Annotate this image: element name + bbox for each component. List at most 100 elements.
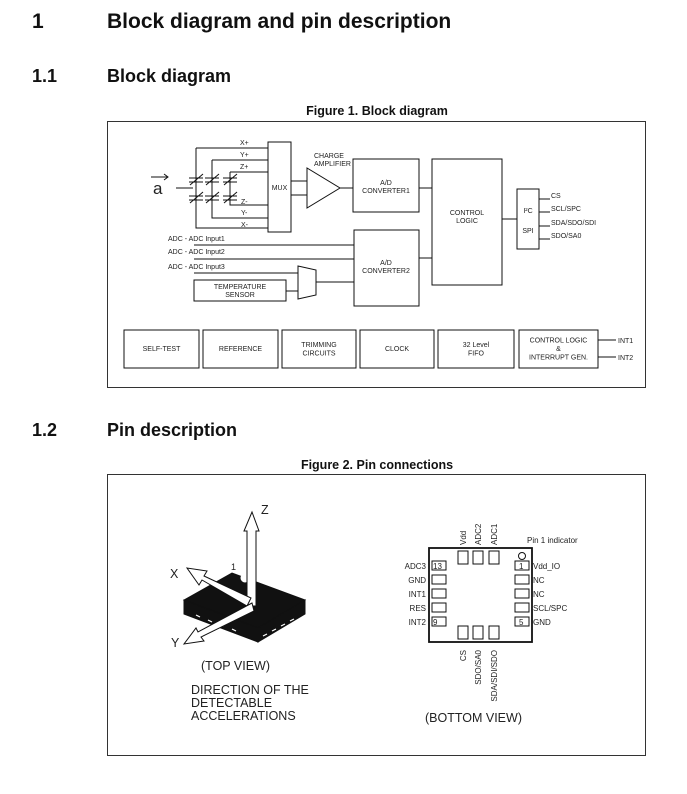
adc-input-label: ADC - ADC Input2 <box>168 249 225 256</box>
function-block-label: FIFO <box>468 350 484 357</box>
charge-amp-label: AMPLIFIER <box>314 161 351 168</box>
pin-name: NC <box>533 590 545 599</box>
control-logic-label: CONTROL <box>449 210 483 217</box>
charge-amplifier <box>306 166 341 209</box>
line-label: X+ <box>240 140 249 147</box>
adc2-block <box>353 229 419 306</box>
pin-label: SCL/SPC <box>551 206 581 213</box>
x-axis-arrow <box>185 566 252 607</box>
subsection-number: 1.2 <box>32 420 58 440</box>
line-label: Y+ <box>240 152 249 159</box>
pin-left: 13 ADC3 <box>404 560 446 571</box>
block-diagram: a X+ Y+ Z+ Z- Y- X- MUX CHARGE AMPLIFIER… <box>123 140 633 368</box>
int2-label: INT2 <box>618 355 633 362</box>
function-block-label: CONTROL LOGIC <box>529 337 587 344</box>
figure-caption: Figure 1. Block diagram <box>306 104 448 118</box>
pin-name: GND <box>408 576 426 585</box>
control-logic-block <box>431 158 502 285</box>
pin-top: Vdd <box>457 530 468 564</box>
bottom-view-label: (BOTTOM VIEW) <box>425 711 522 725</box>
acceleration-vector: a <box>150 173 193 198</box>
y-axis-label: Y <box>171 636 180 650</box>
pin-name: Vdd <box>459 530 468 544</box>
line-label: X- <box>241 222 249 229</box>
pin-name: CS <box>459 650 468 661</box>
spi-label: SPI <box>522 228 533 235</box>
section-number: 1 <box>32 10 44 33</box>
pin-name: SDO/SA0 <box>474 649 483 684</box>
x-axis-label: X <box>170 567 179 581</box>
z-axis-arrow <box>242 510 260 606</box>
pin-name: SCL/SPC <box>533 604 567 613</box>
adc-mux <box>297 264 316 300</box>
direction-text: DETECTABLE <box>191 696 272 710</box>
figure-caption: Figure 2. Pin connections <box>300 458 454 472</box>
pin-label: CS <box>551 193 561 200</box>
pin-left: INT1 <box>408 588 446 599</box>
pin-bottom: CS <box>457 625 468 661</box>
package-bottom-view <box>427 546 533 643</box>
pin-name: INT2 <box>408 618 426 627</box>
function-block-label: TRIMMING <box>301 341 336 348</box>
pin-right: SCL/SPC <box>514 602 567 613</box>
function-block: TRIMMING CIRCUITS <box>281 329 356 368</box>
function-block: CONTROL LOGIC &INTERRUPT GEN. <box>518 329 598 368</box>
function-block-label: CIRCUITS <box>302 350 335 357</box>
mux-label: MUX <box>271 185 287 192</box>
temp-sensor-label: TEMPERATURE <box>213 284 266 291</box>
pin-bottom: SDA/SDI/SDO <box>488 625 499 702</box>
pin-top: ADC1 <box>488 523 499 564</box>
function-block: REFERENCE <box>202 329 278 368</box>
pin-left: RES <box>409 602 446 613</box>
pin1-indicator-label: Pin 1 indicator <box>527 536 578 545</box>
function-block-label: INTERRUPT GEN. <box>529 354 588 361</box>
function-block-label: CLOCK <box>384 346 408 353</box>
function-block: CLOCK <box>359 329 434 368</box>
function-block-label: & <box>556 346 561 353</box>
direction-text: ACCELERATIONS <box>191 709 296 723</box>
pin-name: GND <box>533 618 551 627</box>
subsection-title: Block diagram <box>107 66 232 86</box>
adc-input-label: ADC - ADC Input1 <box>168 236 225 243</box>
pin-top: ADC2 <box>472 523 483 564</box>
adc1-block <box>352 158 419 212</box>
adc1-label: CONVERTER1 <box>362 188 410 195</box>
interface-block <box>516 188 539 249</box>
pin-name: ADC3 <box>404 562 426 571</box>
interface-pins: CS SCL/SPC SDA/SDO/SDI SDO/SA0 <box>538 193 596 240</box>
pin-name: ADC2 <box>474 523 483 545</box>
adc-inputs: ADC - ADC Input1 ADC - ADC Input2 ADC - … <box>168 236 354 273</box>
y-axis-arrow <box>182 601 255 645</box>
pin-number: 1 <box>519 562 524 571</box>
pin-right: 5 GND <box>514 616 551 627</box>
direction-text: DIRECTION OF THE <box>191 683 309 697</box>
i2c-label: I²C <box>523 208 532 215</box>
function-block-label: REFERENCE <box>218 346 262 353</box>
line-label: Z+ <box>240 164 248 171</box>
pin1-indicator-circle <box>517 551 526 560</box>
pin-name: INT1 <box>408 590 426 599</box>
pin-name: SDA/SDI/SDO <box>490 650 499 702</box>
mux-block <box>267 141 291 232</box>
adc1-label: A/D <box>380 180 392 187</box>
pin-connections: Z X Y 1 (TOP VIEW) DIRECTION OF THE DETE… <box>170 503 578 725</box>
pin-right: NC <box>514 574 544 585</box>
int1-label: INT1 <box>618 338 633 345</box>
function-block-label: SELF-TEST <box>142 346 180 353</box>
adc-input-label: ADC - ADC Input3 <box>168 264 225 271</box>
control-logic-label: LOGIC <box>456 218 478 225</box>
pin-number: 13 <box>433 562 442 571</box>
block-diagram-figure: a X+ Y+ Z+ Z- Y- X- MUX CHARGE AMPLIFIER… <box>107 121 646 388</box>
pin-label: SDA/SDO/SDI <box>551 220 596 227</box>
function-block: SELF-TEST <box>123 329 199 368</box>
subsection-title: Pin description <box>107 420 238 440</box>
pin-name: ADC1 <box>490 523 499 545</box>
pin-left: GND <box>408 574 446 585</box>
pin-number: 5 <box>519 618 524 627</box>
subsection-number: 1.1 <box>32 66 58 86</box>
pin-right: NC <box>514 588 545 599</box>
pin1-mark: 1 <box>231 562 236 572</box>
